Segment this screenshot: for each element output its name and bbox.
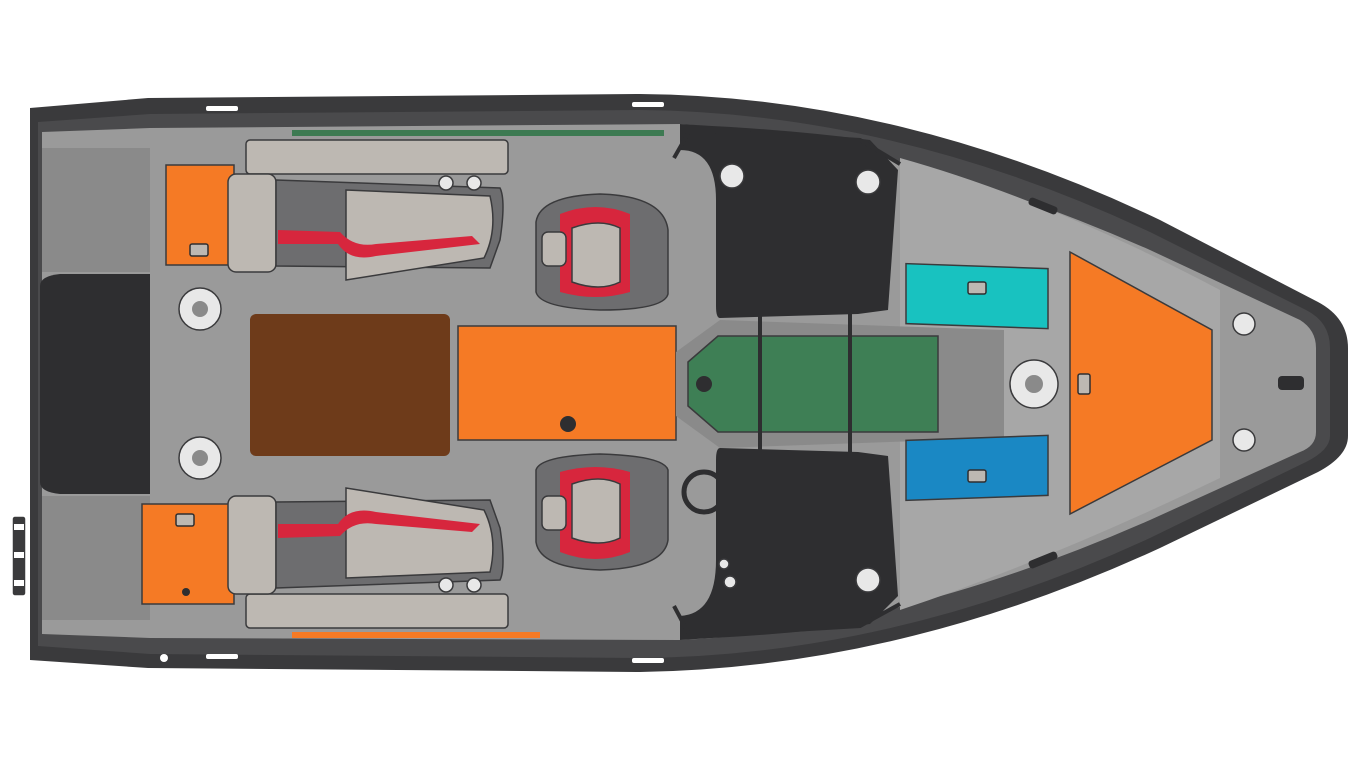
cleat-icon <box>1028 551 1058 569</box>
locker-latch[interactable] <box>967 281 987 295</box>
cupholder-well <box>192 450 208 466</box>
speaker <box>719 163 745 189</box>
windshield-grab-rail[interactable] <box>672 127 902 639</box>
cleat-icon <box>206 106 238 111</box>
steering-wheel[interactable] <box>681 469 727 515</box>
cleat-icon <box>632 102 664 107</box>
transom-platform <box>42 148 150 272</box>
helm-seat-starboard[interactable] <box>535 453 669 571</box>
stern-light <box>160 654 168 662</box>
console-starboard <box>680 448 898 640</box>
locker-latch[interactable] <box>189 243 209 257</box>
aft-deck-hatch[interactable] <box>250 314 450 456</box>
cupholder-well <box>192 301 208 317</box>
helm-seat-port[interactable] <box>535 193 669 311</box>
throttle-control[interactable] <box>718 558 730 570</box>
hatch-lock[interactable] <box>696 376 712 392</box>
locker-latch[interactable] <box>1077 373 1091 395</box>
bow-light <box>1278 376 1304 390</box>
rear-bench-starboard[interactable] <box>227 487 509 629</box>
locker-latch[interactable] <box>175 513 195 527</box>
bow-fitting <box>1232 312 1256 336</box>
hatch-lock[interactable] <box>560 416 576 432</box>
speaker <box>855 169 881 195</box>
green-trim-strip <box>292 130 664 136</box>
cupholder-well <box>1025 375 1043 393</box>
transom-platform <box>42 496 150 620</box>
cleat-icon <box>1028 197 1058 215</box>
cleat-icon <box>632 658 664 663</box>
bow-fitting <box>1232 428 1256 452</box>
bow-locker-starboard[interactable] <box>905 434 1049 502</box>
rear-bench-port[interactable] <box>227 139 509 281</box>
bow-anchor-locker[interactable] <box>1069 250 1213 516</box>
transom-step <box>40 274 150 494</box>
drain-plug <box>182 588 190 596</box>
bow-locker-port[interactable] <box>905 262 1049 330</box>
orange-trim-strip <box>292 632 540 638</box>
throttle-control[interactable] <box>723 575 737 589</box>
walkway-hatch[interactable] <box>687 335 939 433</box>
locker-latch[interactable] <box>967 469 987 483</box>
speaker <box>855 567 881 593</box>
cleat-icon <box>206 654 238 659</box>
boarding-ladder-icon[interactable] <box>11 515 27 597</box>
